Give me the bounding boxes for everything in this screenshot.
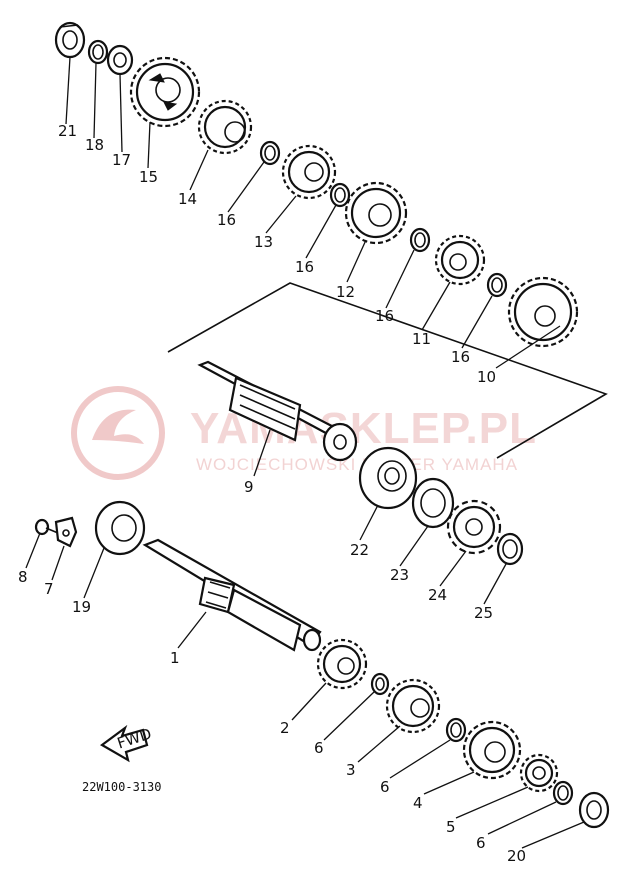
part-18-circlip [87,39,109,65]
part-6-circlip-a [370,672,390,696]
leader-line [357,725,401,763]
part-8-bolt [34,518,59,536]
leader-line [51,545,65,581]
leader-line [483,563,507,605]
part-19-bearing [94,500,146,556]
leader-line [487,801,557,835]
leader-line [359,504,379,541]
callout-label-24: 24 [428,586,447,604]
callout-label-2: 2 [280,719,290,737]
callout-label-8: 8 [18,568,28,586]
part-21-bearing [54,21,86,59]
part-10-gear [507,276,579,348]
callout-label-6: 6 [476,834,486,852]
leader-line [25,532,41,569]
callout-label-4: 4 [413,794,423,812]
part-12-gear [344,181,408,245]
leader-line [495,325,561,369]
part-15-gear [129,56,201,128]
callout-label-13: 13 [254,233,273,251]
leader-line [119,73,123,153]
leader-line [189,149,209,191]
part-22-bearing [358,446,418,510]
leader-line [147,121,151,169]
callout-label-20: 20 [507,847,526,865]
part-13-gear [281,144,337,200]
callout-label-9: 9 [244,478,254,496]
leader-line [385,249,415,309]
leader-line [439,550,467,587]
leader-line [423,771,475,795]
callout-label-14: 14 [178,190,197,208]
leader-line [346,239,367,283]
callout-label-15: 15 [139,168,158,186]
callout-label-17: 17 [112,151,131,169]
callout-label-6: 6 [380,778,390,796]
callout-label-5: 5 [446,818,456,836]
part-24-sprocket [446,499,502,555]
callout-label-21: 21 [58,122,77,140]
fwd-arrow-icon: FWD [99,725,154,763]
leader-line [455,786,529,819]
leader-line [177,611,207,649]
leader-line [323,691,375,741]
callout-label-19: 19 [72,598,91,616]
part-16-circlip-b [329,182,351,208]
callout-label-23: 23 [390,566,409,584]
callout-label-10: 10 [477,368,496,386]
leader-line [291,682,327,721]
part-25-circlip [496,532,524,566]
callout-label-6: 6 [314,739,324,757]
leader-line [389,739,451,779]
callout-label-25: 25 [474,604,493,622]
leader-line [461,295,493,349]
part-2-gear [316,638,368,690]
leader-line [305,204,337,259]
part-7-lock-plate [54,516,78,548]
leader-line [65,56,71,125]
part-9-main-axle [197,360,358,462]
diagram-code: 22W100-3130 [82,780,161,794]
watermark: YAMASKLEP.PL WOJCIECHOWSKI DEALER YAMAHA [71,386,536,480]
callout-label-16: 16 [375,307,394,325]
callout-label-1: 1 [170,649,180,667]
watermark-subtitle: WOJCIECHOWSKI DEALER YAMAHA [196,455,518,474]
callout-label-16: 16 [217,211,236,229]
group-frame [167,282,608,459]
callout-group: 2118171514161316121611161092223242587191… [18,56,585,865]
part-4-gear [462,720,522,780]
part-1-drive-axle [142,538,322,652]
part-16-circlip-c [409,227,431,253]
leader-line [421,281,451,331]
leader-line [521,821,585,849]
part-23-oil-seal [411,477,455,529]
leader-line [399,525,429,567]
leader-line [93,62,97,139]
part-20-bearing [578,791,610,829]
part-14-gear [197,99,253,155]
part-5-gear [519,753,559,793]
part-17-washer [106,44,134,76]
callout-label-16: 16 [295,258,314,276]
part-16-circlip-a [259,140,281,166]
watermark-logo-icon [71,386,165,480]
part-16-circlip-d [486,272,508,298]
part-6-circlip-b [445,717,467,743]
leader-line [253,429,271,477]
leader-line [83,547,105,599]
callout-label-16: 16 [451,348,470,366]
callout-label-18: 18 [85,136,104,154]
leader-line [265,195,297,234]
callout-label-11: 11 [412,330,431,348]
leader-line [227,161,265,213]
callout-label-12: 12 [336,283,355,301]
part-3-gear [385,678,441,734]
part-11-gear [434,234,486,286]
part-6-circlip-c [552,780,574,806]
callout-label-22: 22 [350,541,369,559]
callout-label-3: 3 [346,761,356,779]
callout-label-7: 7 [44,580,54,598]
